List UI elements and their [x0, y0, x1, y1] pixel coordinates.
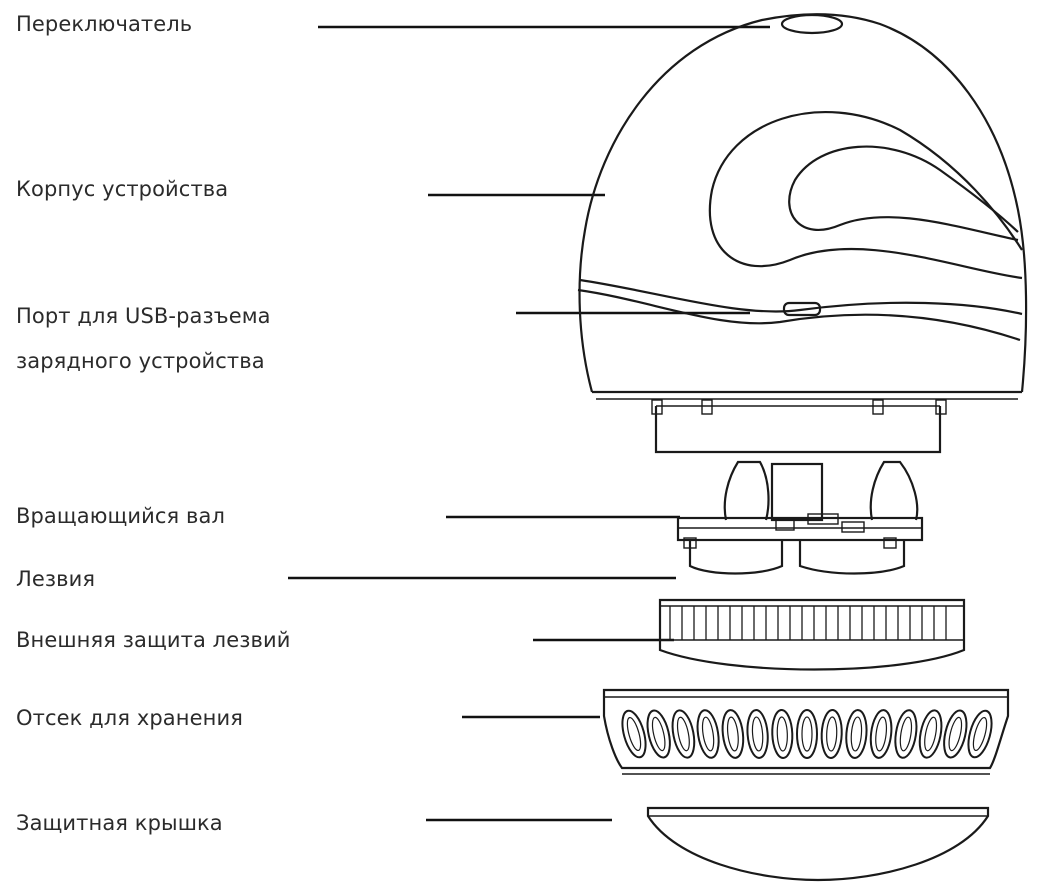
storage-hole: [696, 709, 720, 759]
storage-hole: [721, 709, 745, 759]
storage-hole-inner: [899, 716, 913, 752]
label-blades: Лезвия: [16, 567, 96, 591]
storage-hole-inner: [972, 716, 988, 752]
storage-hole-inner: [626, 716, 642, 752]
storage-hole-inner: [875, 716, 888, 752]
storage-hole: [918, 709, 943, 759]
storage-hole-inner: [948, 716, 963, 752]
storage-hole: [621, 709, 647, 759]
label-usb-port-line2: зарядного устройства: [16, 349, 265, 373]
device-body: [577, 13, 1028, 400]
label-switch: Переключатель: [16, 12, 193, 36]
storage-hole: [646, 709, 671, 759]
body-connector: [651, 399, 947, 454]
storage-hole: [820, 709, 843, 759]
usb-port: [782, 301, 822, 317]
storage-hole: [671, 709, 696, 759]
storage-hole-inner: [850, 716, 863, 752]
storage-hole: [771, 709, 794, 759]
label-rotating-shaft: Вращающийся вал: [16, 504, 226, 528]
storage-hole-inner: [751, 716, 764, 752]
storage-hole-inner: [676, 716, 690, 752]
label-protective-cover: Защитная крышка: [16, 811, 223, 835]
storage-hole-inner: [776, 716, 788, 752]
label-storage-compartment: Отсек для хранения: [16, 706, 243, 730]
storage-hole: [746, 709, 769, 759]
blade-guard: [658, 598, 966, 671]
storage-hole: [869, 709, 893, 759]
label-blade-guard: Внешняя защита лезвий: [16, 628, 291, 652]
storage-hole: [894, 709, 918, 759]
storage-hole-inner: [651, 716, 666, 752]
storage-hole: [845, 709, 868, 759]
storage-hole-inner: [701, 716, 715, 752]
storage-compartment: [602, 688, 1010, 775]
leader-lines: [288, 25, 770, 822]
storage-hole-inner: [726, 716, 739, 752]
protective-cover: [646, 806, 990, 882]
label-usb-port-line1: Порт для USB-разъема: [16, 304, 271, 328]
storage-hole-inner: [801, 716, 813, 752]
rotating-shaft: [676, 460, 924, 575]
storage-hole: [967, 709, 993, 759]
label-device-body: Корпус устройства: [16, 177, 229, 201]
storage-hole-inner: [924, 716, 938, 752]
storage-hole: [796, 709, 818, 759]
storage-hole-inner: [826, 716, 838, 752]
storage-hole: [943, 709, 968, 759]
switch-button: [780, 13, 844, 35]
